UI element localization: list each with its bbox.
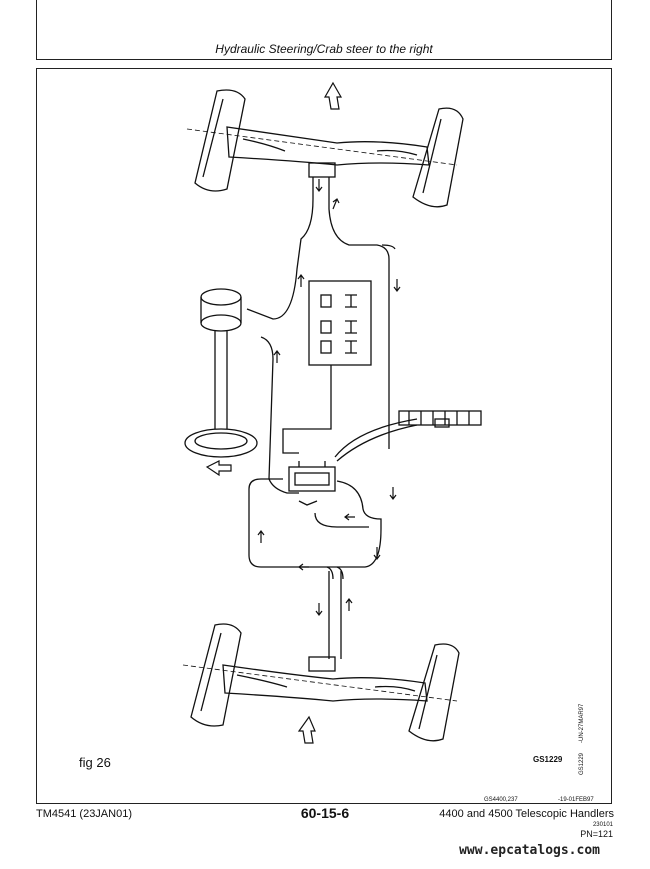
switch-component <box>398 410 482 428</box>
steering-wheel <box>184 288 258 458</box>
product-name: 4400 and 4500 Telescopic Handlers <box>439 808 614 820</box>
front-axle <box>186 89 464 208</box>
selector-valve <box>288 418 418 492</box>
watermark-link[interactable]: www.epcatalogs.com <box>459 843 600 858</box>
ref-left: GS4400,237 <box>484 797 518 803</box>
header-frame: Hydraulic Steering/Crab steer to the rig… <box>36 0 612 60</box>
doc-number: TM4541 (23JAN01) <box>36 808 132 820</box>
ref-right: -19-01FEB97 <box>558 797 594 803</box>
figure-code: GS1229 <box>533 755 563 764</box>
page-title: Hydraulic Steering/Crab steer to the rig… <box>215 42 433 56</box>
side-code-2: GS1229 <box>579 752 585 775</box>
control-valve-block <box>282 280 372 454</box>
hydraulic-lines <box>246 177 396 659</box>
page-pn: PN=121 <box>580 829 613 839</box>
steering-diagram <box>182 81 482 744</box>
rear-axle <box>182 623 460 742</box>
figure-frame: fig 26 GS1229 -UN-27MAR97 GS1229 <box>36 68 612 804</box>
figure-label: fig 26 <box>79 755 111 770</box>
side-code-1: -UN-27MAR97 <box>579 703 585 743</box>
direction-arrows <box>205 81 401 744</box>
footer-date-code: 230101 <box>592 822 613 828</box>
page-number: 60-15-6 <box>300 805 350 821</box>
